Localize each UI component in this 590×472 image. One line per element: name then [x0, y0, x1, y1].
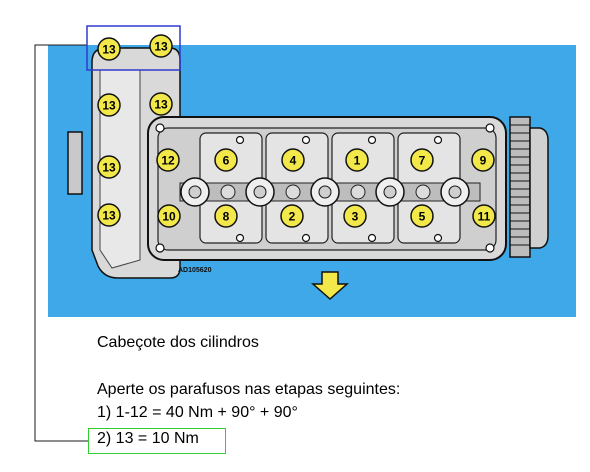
svg-text:5: 5: [419, 210, 426, 224]
svg-text:13: 13: [102, 99, 116, 113]
svg-text:9: 9: [480, 154, 487, 168]
caption-step-1: 1) 1-12 = 40 Nm + 90° + 90°: [97, 404, 298, 421]
bolt-4: 4: [281, 148, 305, 172]
svg-text:13: 13: [154, 40, 168, 54]
bolt-2: 2: [280, 204, 304, 228]
svg-text:11: 11: [478, 210, 491, 224]
bolt-13-right-1: 13: [149, 92, 173, 116]
svg-text:6: 6: [223, 154, 230, 168]
svg-text:13: 13: [102, 209, 116, 223]
bolt-9: 9: [471, 148, 495, 172]
bolt-3: 3: [343, 204, 367, 228]
svg-text:8: 8: [223, 210, 230, 224]
bolt-10: 10: [157, 204, 181, 228]
perimeter-bolts: [155, 123, 495, 253]
image-code: AD105620: [178, 267, 212, 274]
leader-line: [34, 44, 88, 442]
gear-hub: [529, 127, 549, 249]
cam-lobes: [220, 184, 431, 200]
svg-text:4: 4: [290, 154, 297, 168]
bolt-6: 6: [214, 148, 238, 172]
svg-text:13: 13: [102, 43, 116, 57]
svg-text:12: 12: [161, 154, 175, 168]
bolt-13-left-2: 13: [97, 155, 121, 179]
svg-text:10: 10: [162, 210, 176, 224]
caption-title: Cabeçote dos cilindros: [97, 334, 259, 351]
timing-gear-teeth: [510, 124, 530, 246]
svg-text:2: 2: [289, 210, 296, 224]
bolt-13-top-right: 13: [149, 34, 173, 58]
bolt-13-left-3: 13: [97, 203, 121, 227]
bolt-11: 11: [472, 204, 496, 228]
caption-step-2: 2) 13 = 10 Nm: [97, 430, 199, 447]
svg-text:1: 1: [354, 154, 361, 168]
bolt-8: 8: [214, 204, 238, 228]
direction-arrow: [311, 271, 349, 301]
side-block: [67, 131, 83, 195]
highlight-box: [86, 25, 181, 71]
caption-intro: Aperte os parafusos nas etapas seguintes…: [97, 381, 401, 398]
bolt-13-top-left: 13: [97, 37, 121, 61]
bolt-13-left-1: 13: [97, 93, 121, 117]
svg-text:3: 3: [352, 210, 359, 224]
svg-text:13: 13: [154, 98, 168, 112]
step-2-highlight-box: [88, 428, 226, 454]
bolt-1: 1: [345, 148, 369, 172]
bolt-5: 5: [410, 204, 434, 228]
timing-gear: [509, 116, 531, 258]
bolt-7: 7: [410, 148, 434, 172]
svg-text:7: 7: [419, 154, 426, 168]
bolt-12: 12: [156, 148, 180, 172]
svg-text:13: 13: [102, 161, 116, 175]
cam-journal-centers: [188, 185, 462, 199]
